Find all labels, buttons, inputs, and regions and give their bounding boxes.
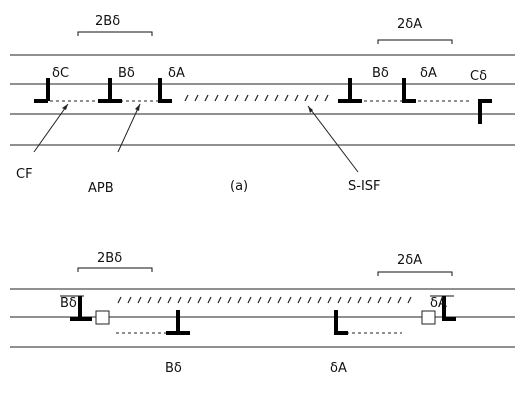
stacking-fault-hatch (117, 296, 412, 304)
bracket-2delta-a (377, 39, 453, 44)
apb-pointer-arrow (117, 103, 141, 153)
dislocation-b-delta-lower (166, 310, 190, 335)
node-square-left (95, 310, 110, 325)
dislocation-delta-a-right (402, 78, 416, 103)
bracket-2b-delta (77, 267, 153, 272)
label-delta-a-right: δA (420, 66, 437, 81)
dislocation-b-delta-right (338, 78, 362, 103)
label-delta-c: δC (52, 66, 69, 81)
arrow-head (135, 104, 140, 111)
label-cf: CF (16, 167, 33, 182)
panel-a: 2Bδ 2δA δC Bδ δA Bδ δA Cδ CF APB S-ISF (… (10, 14, 515, 196)
label-bar-delta-a: δA (430, 296, 447, 311)
label-apb: APB (88, 181, 114, 196)
dislocation-b-delta (98, 78, 122, 103)
label-delta-a-lower: δA (330, 361, 347, 376)
label-2b-delta: 2Bδ (97, 251, 122, 266)
label-b-delta: Bδ (118, 66, 135, 81)
dislocation-bar-b-delta (70, 296, 92, 321)
cf-pointer-arrow (33, 103, 69, 153)
label-s-isf: S-ISF (348, 179, 381, 194)
caption-a: (a) (230, 179, 248, 194)
label-b-delta-right: Bδ (372, 66, 389, 81)
arrow-head (62, 104, 68, 110)
dislocation-c-delta (478, 99, 492, 124)
bracket-2b-delta (77, 31, 153, 36)
label-2delta-a: 2δA (397, 17, 422, 32)
node-square-right (421, 310, 436, 325)
dislocation-delta-a (158, 78, 172, 103)
panel-b: 2Bδ 2δA Bδ δA Bδ δA (10, 251, 515, 376)
s-isf-pointer-arrow (307, 105, 359, 173)
dislocation-bar-delta-a (442, 296, 456, 321)
label-2delta-a: 2δA (397, 253, 422, 268)
label-c-delta: Cδ (470, 69, 487, 84)
label-2b-delta: 2Bδ (95, 14, 120, 29)
dislocation-delta-c (34, 78, 50, 103)
label-bar-b-delta: Bδ (60, 296, 77, 311)
label-b-delta-lower: Bδ (165, 361, 182, 376)
label-delta-a: δA (168, 66, 185, 81)
bracket-2delta-a (377, 271, 453, 276)
s-isf-hatch (184, 94, 329, 102)
dislocation-delta-a-lower (334, 310, 348, 335)
arrow-head (308, 106, 313, 113)
